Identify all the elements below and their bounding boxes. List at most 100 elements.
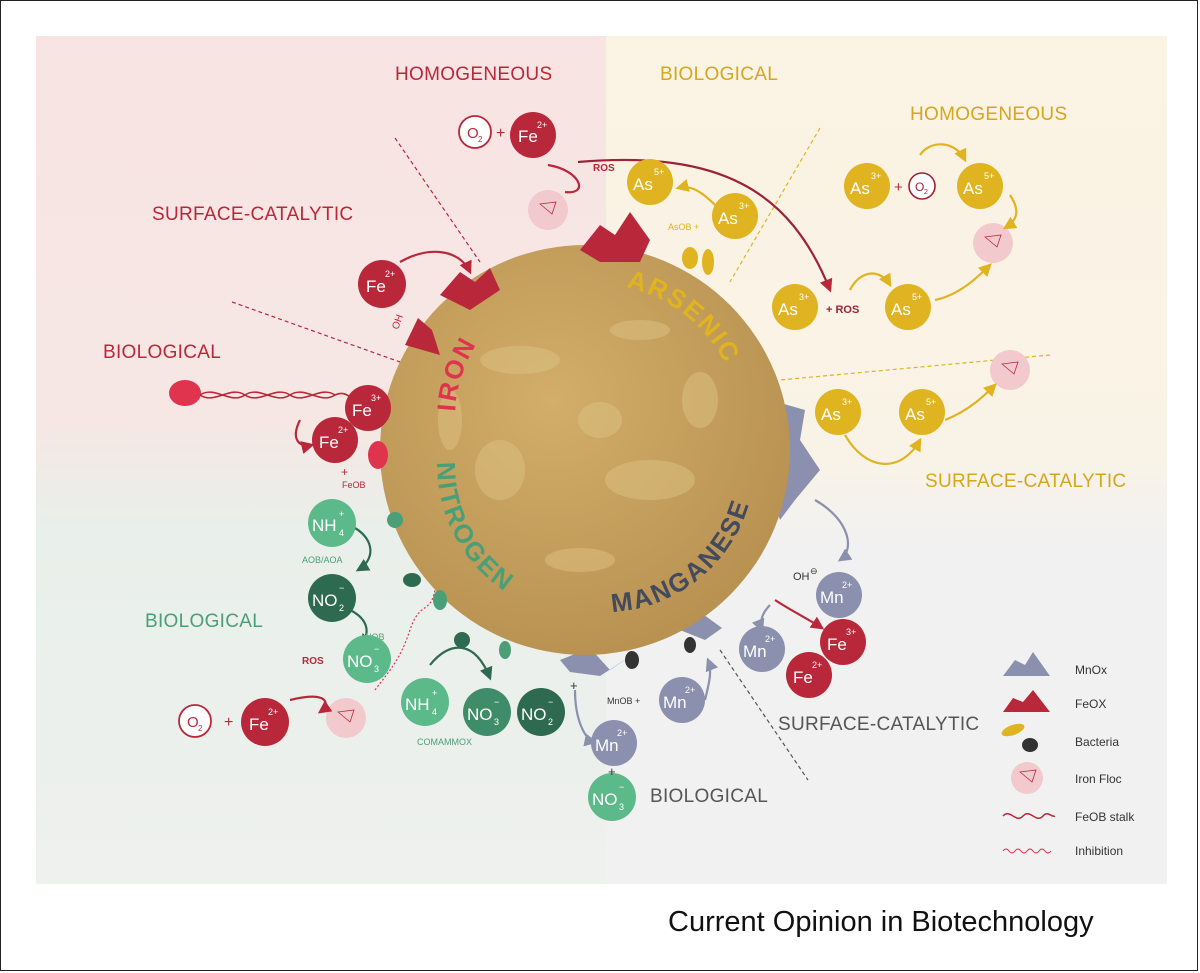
feob-stalk xyxy=(169,380,356,406)
svg-text:5+: 5+ xyxy=(654,167,664,177)
svg-text:As: As xyxy=(963,179,983,198)
svg-text:2: 2 xyxy=(924,189,928,196)
svg-text:NO: NO xyxy=(521,705,547,724)
svg-text:+: + xyxy=(894,179,903,196)
svg-text:−: − xyxy=(374,644,379,654)
feox-deposits xyxy=(405,212,650,355)
svg-text:As: As xyxy=(891,300,911,319)
svg-text:NO: NO xyxy=(467,705,493,724)
manganese-species: Mn 2+ + MnOB + Mn 2+ Mn 2+ Mn 2+ OH ⊖ Fe… xyxy=(591,566,866,779)
svg-text:4: 4 xyxy=(339,528,344,538)
svg-text:+: + xyxy=(339,509,344,519)
manganese-surface-catalytic-title: SURFACE-CATALYTIC xyxy=(778,714,979,735)
svg-text:3+: 3+ xyxy=(799,292,809,302)
svg-text:Mn: Mn xyxy=(663,693,687,712)
legend-label-iron-floc: Iron Floc xyxy=(1075,772,1122,786)
svg-text:ROS: ROS xyxy=(302,656,324,667)
svg-text:−: − xyxy=(548,697,553,707)
fe2-ion xyxy=(312,417,358,463)
svg-text:Mn: Mn xyxy=(743,642,767,661)
feob-stalk-icon xyxy=(1002,813,1056,819)
svg-text:2: 2 xyxy=(478,135,483,144)
nh4-ion xyxy=(308,499,356,547)
o2-molecule xyxy=(458,115,492,149)
svg-text:+ ROS: + ROS xyxy=(826,304,859,316)
svg-text:3+: 3+ xyxy=(842,397,852,407)
svg-text:OH: OH xyxy=(793,571,810,583)
svg-text:AsOB +: AsOB + xyxy=(668,222,699,232)
svg-text:+: + xyxy=(432,688,437,698)
svg-text:NO: NO xyxy=(312,591,338,610)
iron-surface-catalytic-title: SURFACE-CATALYTIC xyxy=(152,204,353,225)
no3-ion xyxy=(343,635,391,683)
svg-text:−: − xyxy=(619,782,624,792)
svg-text:2+: 2+ xyxy=(765,634,775,644)
svg-text:MnOB +: MnOB + xyxy=(607,696,640,706)
svg-text:2: 2 xyxy=(198,724,203,733)
svg-text:2+: 2+ xyxy=(685,685,695,695)
as3-ion xyxy=(772,284,818,330)
bacteria-icon xyxy=(1001,723,1038,752)
mnox-icon xyxy=(1003,652,1050,676)
no2-ion xyxy=(308,574,356,622)
svg-text:5+: 5+ xyxy=(926,397,936,407)
as3-ion xyxy=(844,163,890,209)
no3-ion xyxy=(463,688,511,736)
svg-text:As: As xyxy=(821,405,841,424)
svg-text:NO: NO xyxy=(592,790,618,809)
svg-text:O: O xyxy=(467,125,479,142)
as3-ion xyxy=(815,389,861,435)
svg-text:⊖: ⊖ xyxy=(810,566,818,576)
arsenic-surface-catalytic-title: SURFACE-CATALYTIC xyxy=(925,471,1126,492)
svg-text:+: + xyxy=(224,714,233,731)
nitrogen-biological-title: BIOLOGICAL xyxy=(145,611,263,632)
svg-text:2: 2 xyxy=(339,603,344,613)
feox-icon xyxy=(1003,690,1050,712)
iron-species: O 2 + Fe 2+ ROS Fe 2+ OH Fe 3+ Fe 2+ + F… xyxy=(178,112,615,746)
iron-homogeneous-title: HOMOGENEOUS xyxy=(395,64,552,85)
svg-text:+: + xyxy=(496,125,505,142)
svg-text:O: O xyxy=(915,180,924,194)
arsenic-biological-title: BIOLOGICAL xyxy=(660,64,778,85)
svg-text:As: As xyxy=(718,209,738,228)
mn2-ion xyxy=(591,720,637,766)
svg-text:Fe: Fe xyxy=(827,635,847,654)
fe2-ion xyxy=(510,112,556,158)
no2-ion xyxy=(517,688,565,736)
fe2-ion xyxy=(786,652,832,698)
sphere-texture xyxy=(438,320,718,572)
svg-text:4: 4 xyxy=(432,707,437,717)
svg-text:2+: 2+ xyxy=(537,120,547,130)
as5-ion xyxy=(899,389,945,435)
svg-text:2: 2 xyxy=(548,717,553,727)
arsenic-homogeneous-title: HOMOGENEOUS xyxy=(910,104,1067,125)
svg-text:COMAMMOX: COMAMMOX xyxy=(417,737,472,747)
mn2-ion xyxy=(659,677,705,723)
inhibition-icon xyxy=(1002,848,1052,854)
journal-footer: Current Opinion in Biotechnology xyxy=(668,906,1094,938)
svg-text:Fe: Fe xyxy=(793,668,813,687)
no3-ion xyxy=(588,773,636,821)
svg-text:As: As xyxy=(850,179,870,198)
reaction-arrows xyxy=(289,143,1018,747)
svg-text:NH: NH xyxy=(405,695,430,714)
mn2-ion xyxy=(739,626,785,672)
svg-text:OH: OH xyxy=(390,313,405,331)
svg-text:Fe: Fe xyxy=(518,127,538,146)
svg-text:Mn: Mn xyxy=(595,736,619,755)
svg-text:3+: 3+ xyxy=(371,393,381,403)
legend-label-feox: FeOX xyxy=(1075,697,1106,711)
as5-ion xyxy=(627,159,673,205)
svg-text:O: O xyxy=(187,714,199,731)
fe3-ion xyxy=(345,385,391,431)
legend-label-inhibition: Inhibition xyxy=(1075,844,1123,858)
as5-ion xyxy=(957,163,1003,209)
svg-text:3+: 3+ xyxy=(846,627,856,637)
svg-text:AOB/AOA: AOB/AOA xyxy=(302,555,343,565)
svg-text:Mn: Mn xyxy=(820,588,844,607)
nitrogen-species: NH 4 + AOB/AOA NO 2 − NOB NO 3 − NH 4 + … xyxy=(302,499,636,821)
svg-text:Fe: Fe xyxy=(352,401,372,420)
svg-text:ROS: ROS xyxy=(593,163,615,174)
o2-molecule xyxy=(908,172,936,200)
